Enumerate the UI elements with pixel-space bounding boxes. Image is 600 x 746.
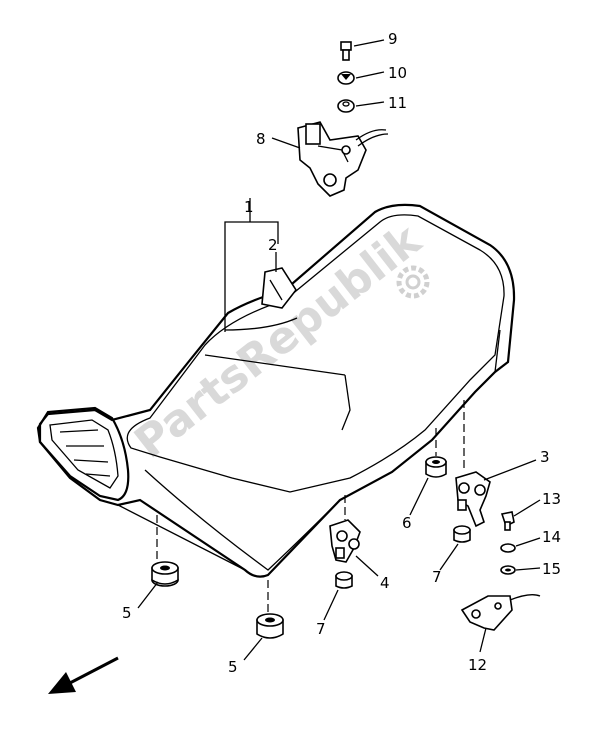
callout-2: 2: [268, 236, 278, 254]
callout-6: 6: [402, 514, 412, 532]
assembly-guide-lines: [156, 400, 465, 612]
callout-4: 4: [380, 574, 390, 592]
part-8-seat-lock: [297, 121, 389, 197]
part-5-damper-left: [151, 561, 179, 587]
part-10-washer: [337, 71, 355, 85]
part-9-bolt: [340, 41, 352, 61]
part-11-washer: [337, 99, 355, 113]
callout-8: 8: [256, 130, 266, 148]
callout-1: 1: [244, 198, 254, 216]
part-2-strap: [261, 267, 297, 309]
callout-15: 15: [542, 560, 561, 578]
gear-icon: [396, 265, 430, 299]
seat: [36, 203, 516, 578]
callout-5-left: 5: [122, 604, 132, 622]
part-7-damper-center: [335, 571, 353, 589]
part-13-bolt: [500, 511, 515, 531]
part-12-lock-plate: [460, 594, 541, 631]
callout-11: 11: [388, 94, 407, 112]
part-3-bracket: [455, 471, 491, 528]
callout-labels: 1 2 3 4 5 5 6 7 7 8 9 10 11 12 13 14 15: [122, 30, 561, 676]
callout-7-right: 7: [432, 568, 442, 586]
watermark-text: PartsRepublik: [125, 214, 431, 469]
callout-7-center: 7: [316, 620, 326, 638]
callout-5-right: 5: [228, 658, 238, 676]
callout-14: 14: [542, 528, 561, 546]
direction-arrow-icon: [48, 656, 119, 694]
callout-3: 3: [540, 448, 550, 466]
callout-13: 13: [542, 490, 561, 508]
callout-9: 9: [388, 30, 398, 48]
watermark: PartsRepublik: [125, 214, 431, 469]
part-7-damper-right: [453, 525, 471, 543]
part-6-damper: [425, 456, 447, 478]
leader-lines: [137, 39, 541, 661]
part-5-damper-right: [256, 613, 284, 639]
callout-10: 10: [388, 64, 407, 82]
callout-12: 12: [468, 656, 487, 674]
part-4-bracket: [329, 519, 361, 563]
part-14-washer: [500, 543, 516, 553]
part-15-washer: [500, 565, 516, 575]
